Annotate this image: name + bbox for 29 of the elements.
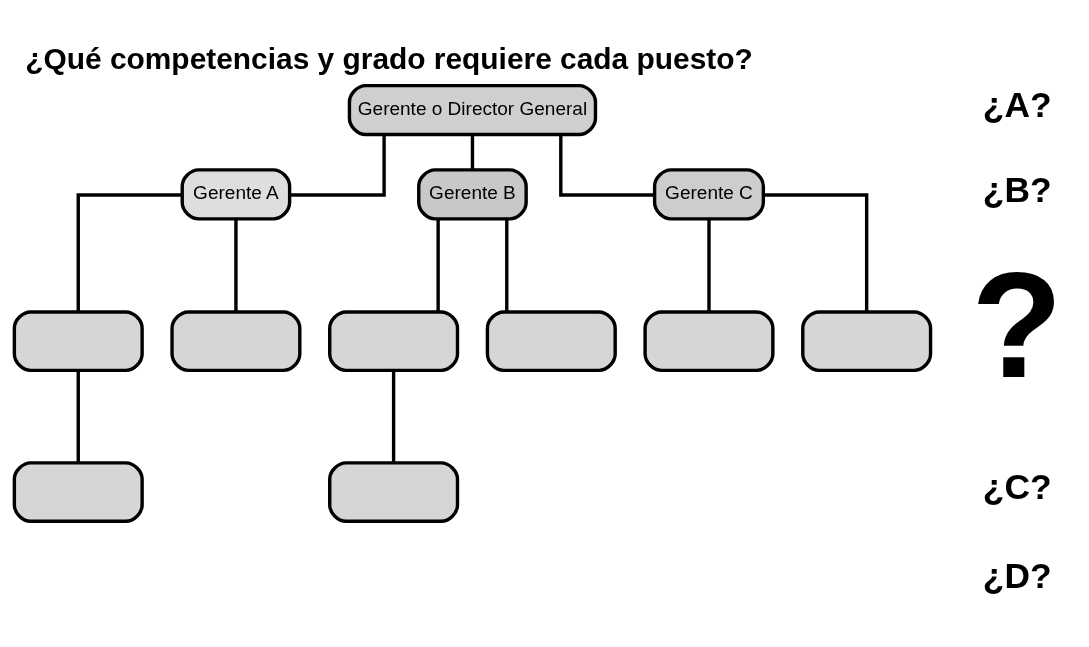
node-box: Gerente C bbox=[652, 168, 766, 221]
node-box bbox=[643, 310, 775, 373]
connector bbox=[505, 219, 509, 312]
node-box bbox=[328, 310, 460, 373]
diagram-title: ¿Qué competencias y grado requiere cada puesto? bbox=[25, 42, 753, 76]
node-box bbox=[485, 310, 617, 373]
node-box bbox=[12, 461, 144, 523]
connector bbox=[76, 193, 183, 312]
connector bbox=[289, 134, 386, 197]
node-box: Gerente A bbox=[180, 168, 292, 221]
connector bbox=[470, 134, 475, 170]
connector bbox=[76, 370, 80, 463]
connector bbox=[763, 193, 869, 312]
connector bbox=[234, 219, 238, 312]
label: ¿B? bbox=[982, 169, 1052, 209]
node-box bbox=[170, 310, 302, 373]
label: ¿D? bbox=[982, 555, 1052, 595]
connector bbox=[436, 219, 440, 312]
node-box bbox=[328, 461, 460, 523]
label: ? bbox=[971, 242, 1063, 410]
node-box bbox=[801, 310, 933, 373]
label: ¿A? bbox=[982, 85, 1052, 125]
connector bbox=[391, 370, 396, 463]
connector bbox=[707, 219, 711, 312]
node-box: Gerente B bbox=[417, 168, 528, 221]
label: ¿C? bbox=[982, 467, 1052, 507]
node-box: Gerente o Director General bbox=[347, 83, 598, 137]
node-box bbox=[12, 310, 144, 373]
connector bbox=[559, 134, 655, 197]
